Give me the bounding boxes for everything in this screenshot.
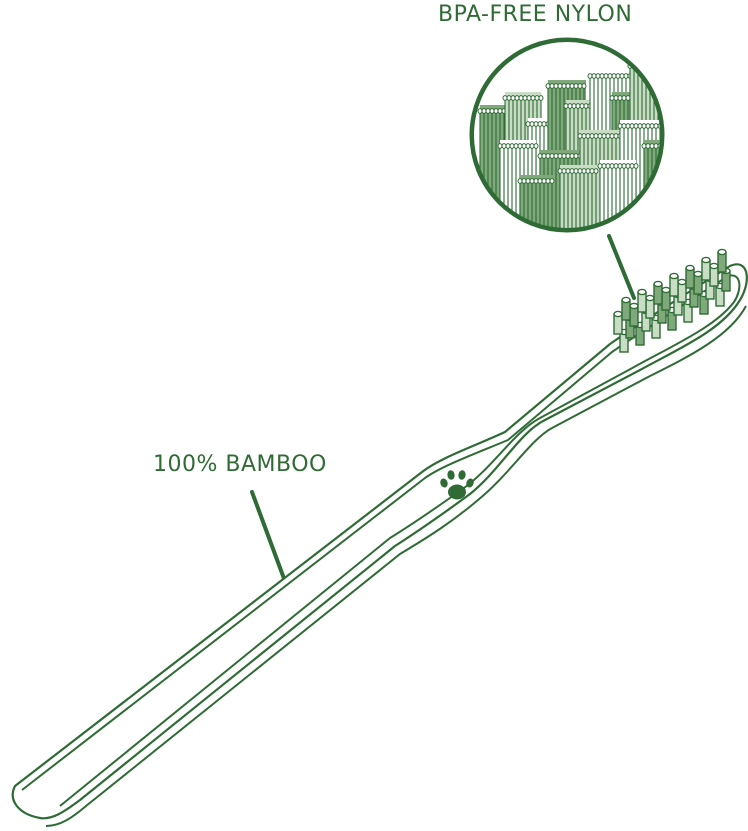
bamboo-label: 100% BAMBOO [153,454,327,476]
bristle-tuft [654,281,662,304]
nylon-zoom-strands [478,60,678,335]
nylon-strand-bundle [558,165,598,325]
bristle-tuft [710,263,718,286]
bristle-tuft [702,257,710,280]
nylon-strand-bundle [518,175,554,335]
bristle-tuft [614,311,622,334]
nylon-leader-line [609,236,634,298]
toothbrush-handle-side-edge [46,306,746,826]
bristle-tuft [662,287,670,310]
bristle-tuft [718,249,726,272]
bristle-tuft [630,303,638,326]
bristle-tuft [678,279,686,302]
bristle-tuft [622,297,630,320]
bristle-tuft [638,289,646,312]
toothbrush-handle-outline [13,264,747,818]
nylon-label: BPA-FREE NYLON [438,4,632,26]
nylon-zoom-circle [471,39,678,335]
bristle-tuft [646,295,654,318]
bristle-tuft [686,265,694,288]
bristle-tuft [694,271,702,294]
bristle-tuft [670,273,678,296]
